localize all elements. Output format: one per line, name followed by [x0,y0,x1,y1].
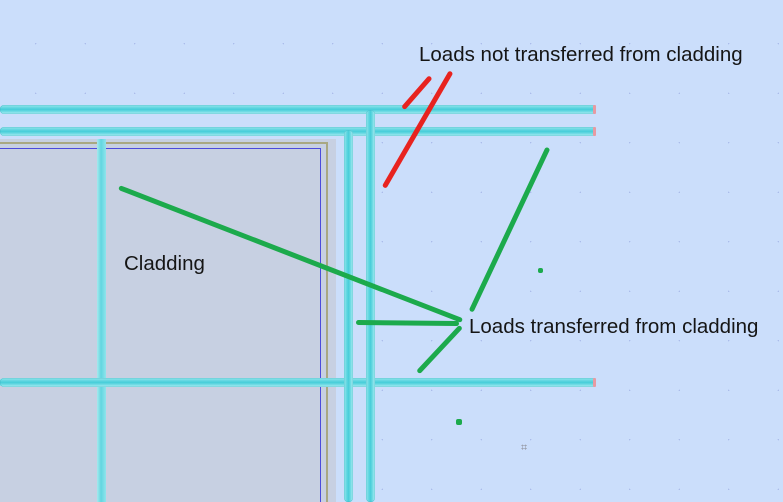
floor-beam[interactable] [0,378,596,387]
cladding-panel-inner-border [0,148,321,502]
column-inner[interactable] [344,130,353,502]
label-loads-transferred: Loads transferred from cladding [469,315,759,338]
leader-green-upper [468,145,551,313]
roof-beam-lower[interactable] [0,127,596,136]
label-loads-not-transferred: Loads not transferred from cladding [419,43,743,66]
leader-green-lower [416,324,463,374]
green-node-upper [538,268,543,273]
label-cladding: Cladding [124,252,205,275]
cladding-panel-outer-border [0,142,328,502]
roof-beam-upper[interactable] [0,105,596,114]
pointer-glyph: ⌗ [521,442,528,454]
green-node-lower [456,419,462,425]
cladding-mullion-vertical[interactable] [97,139,106,502]
floor-beam-cap [593,378,596,387]
roof-beam-upper-cap [593,105,596,114]
column-outer[interactable] [366,110,375,502]
leader-green-horizontal [355,319,460,326]
cladding-panel[interactable] [0,139,336,502]
roof-beam-lower-cap [593,127,596,136]
